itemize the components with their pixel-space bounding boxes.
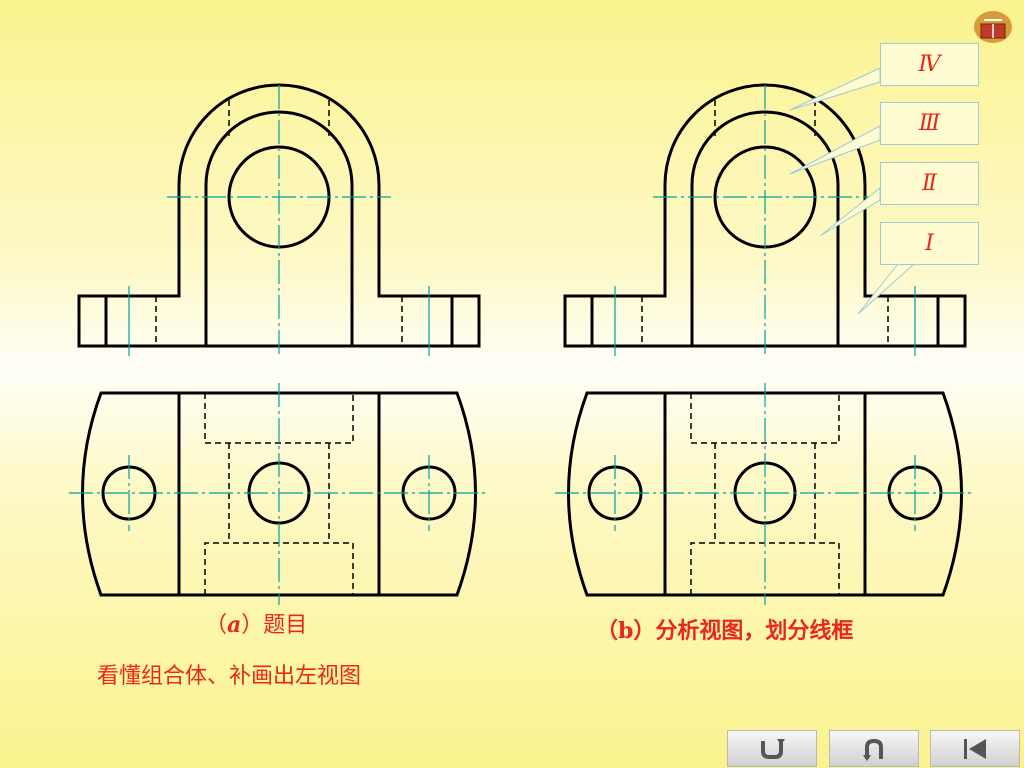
back-icon [863,738,883,761]
caption-note: 看懂组合体、补画出左视图 [97,664,362,689]
callout-leader-2 [819,186,881,237]
figure-b-top-view [553,381,977,607]
caption-a: （a）题目 [205,612,308,638]
callout-leader-4 [789,67,881,111]
callout-label-3: Ⅲ [880,102,979,145]
return-icon [761,738,785,759]
first-icon [964,738,986,759]
back-button[interactable] [829,730,919,767]
figure-a-top-view [67,381,491,607]
book-icon[interactable] [972,8,1014,46]
callout-label-1: Ⅰ [880,222,979,265]
callout-label-4: Ⅳ [880,43,979,86]
caption-b: （b）分析视图，划分线框 [596,618,854,644]
figure-a-front-view [77,83,481,358]
callout-label-2: Ⅱ [880,162,979,205]
first-page-button[interactable] [930,730,1020,767]
return-button[interactable] [727,730,817,767]
